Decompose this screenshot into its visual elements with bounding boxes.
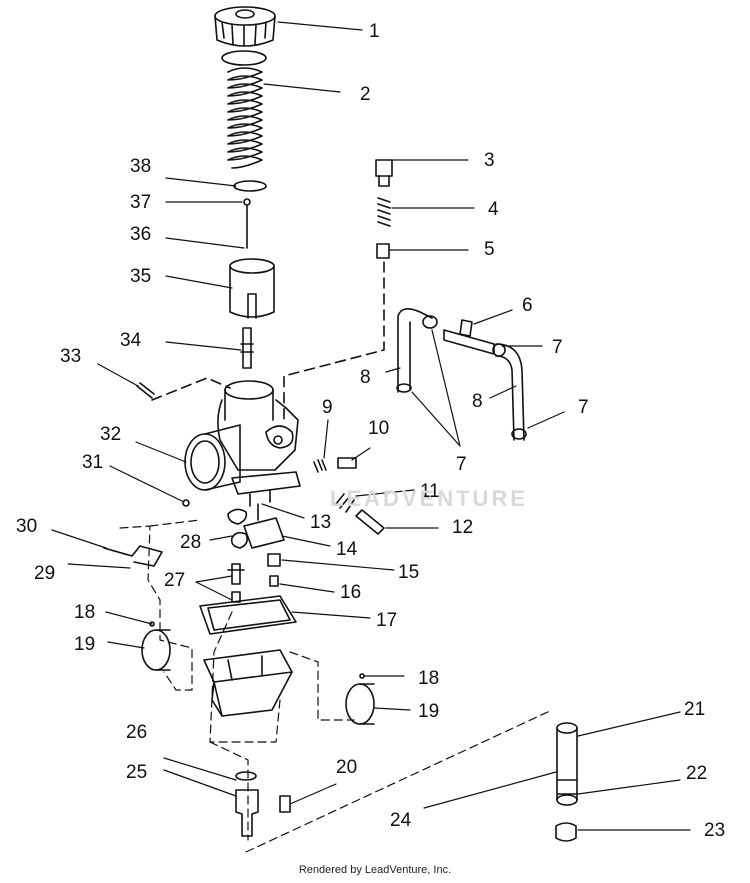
callout-8a: 8: [360, 367, 371, 388]
callout-31: 31: [82, 452, 103, 473]
part-clip: [243, 198, 251, 206]
part-gasket: [199, 595, 297, 635]
callout-22: 22: [686, 763, 707, 784]
callout-19b: 19: [418, 701, 439, 722]
part-screw-12: [355, 509, 385, 535]
callout-17: 17: [376, 610, 397, 631]
callout-32: 32: [100, 424, 121, 445]
leader-lines: [51, 21, 691, 831]
guide-line: [151, 377, 231, 401]
part-spring-4: [377, 197, 391, 227]
callout-12: 12: [452, 517, 473, 538]
part-float-19b: [345, 683, 375, 725]
callout-27: 27: [164, 570, 185, 591]
part-float-bowl: [203, 649, 293, 717]
callout-18b: 18: [418, 668, 439, 689]
callout-6: 6: [522, 295, 533, 316]
guide-line: [283, 261, 385, 421]
part-14: [230, 531, 248, 549]
part-drain-plug: [235, 789, 259, 837]
callout-24: 24: [390, 810, 412, 831]
callout-4: 4: [488, 199, 499, 220]
part-throttle-valve: [229, 258, 275, 319]
callout-9: 9: [322, 397, 333, 418]
part-clip-30: [103, 545, 163, 567]
callout-7a: 7: [552, 337, 563, 358]
footer-credit: Rendered by LeadVenture, Inc.: [298, 864, 452, 876]
callout-18a: 18: [74, 602, 95, 623]
part-plug-23: [555, 822, 577, 842]
callout-11: 11: [420, 481, 440, 502]
callout-10: 10: [368, 418, 389, 439]
callout-30: 30: [16, 516, 37, 537]
part-plate-14: [243, 517, 285, 549]
part-o-ring: [235, 771, 257, 781]
callout-37: 37: [130, 192, 151, 213]
callout-20: 20: [336, 757, 357, 778]
callout-8b: 8: [472, 391, 483, 412]
part-hose-left: [396, 308, 438, 393]
callout-5: 5: [484, 239, 495, 260]
callout-33: 33: [60, 346, 81, 367]
part-spring: [221, 50, 267, 169]
callout-15: 15: [398, 562, 419, 583]
callout-28: 28: [180, 532, 201, 553]
part-needle-jet: [240, 327, 254, 369]
part-cap: [214, 6, 276, 47]
callout-25: 25: [126, 762, 147, 783]
part-main-jet: [227, 563, 245, 585]
callout-35: 35: [130, 266, 151, 287]
part-screw-20: [279, 795, 291, 813]
callout-14: 14: [336, 539, 358, 560]
callout-2: 2: [360, 84, 371, 105]
callout-3: 3: [484, 150, 495, 171]
callout-13: 13: [310, 512, 331, 533]
part-28: [227, 508, 248, 525]
part-16: [269, 575, 279, 587]
callout-19a: 19: [74, 634, 95, 655]
callout-34: 34: [120, 330, 142, 351]
part-screw-10: [337, 457, 357, 469]
part-screw-33: [136, 382, 155, 399]
part-hose-right: [492, 343, 527, 441]
callout-21: 21: [684, 699, 705, 720]
part-float-19: [141, 629, 171, 671]
part-tube-21: [556, 722, 578, 806]
part-pilot-jet: [231, 591, 241, 603]
callout-7c: 7: [456, 454, 467, 475]
callout-38: 38: [130, 156, 151, 177]
part-t-fitting: [443, 319, 495, 355]
part-washer: [233, 180, 267, 192]
part-spring-11: [335, 493, 355, 513]
construction-lines: [119, 519, 553, 853]
callout-labels: 1 2 3 4 5 6 7 7 7 8 8 9 10 11 12 13 14 1…: [16, 21, 725, 841]
callout-36: 36: [130, 224, 151, 245]
part-carburetor-body: [184, 380, 301, 507]
part-fitting-3: [375, 159, 393, 187]
callout-29: 29: [34, 563, 55, 584]
callout-7b: 7: [578, 397, 589, 418]
part-screw-31: [182, 499, 190, 507]
part-spring-9: [313, 459, 327, 473]
callout-23: 23: [704, 820, 725, 841]
part-15: [267, 553, 281, 567]
watermark-text: LEADVENTURE: [330, 486, 529, 511]
part-valve-5: [376, 243, 390, 259]
callout-16: 16: [340, 582, 361, 603]
callout-26: 26: [126, 722, 147, 743]
callout-1: 1: [369, 21, 380, 42]
